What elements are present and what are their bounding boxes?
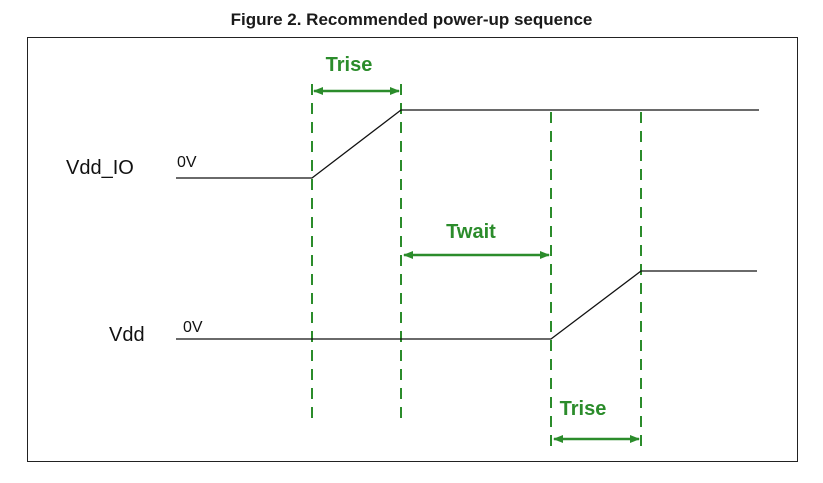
vdd-zero-label: 0V <box>183 319 203 336</box>
vdd-io-waveform <box>176 109 759 179</box>
vdd-io-signal-label: Vdd_IO <box>66 157 134 179</box>
trise-io-label: Trise <box>326 54 373 76</box>
figure-frame <box>27 37 798 462</box>
vdd-waveform <box>176 270 757 340</box>
trise-vdd-label: Trise <box>560 398 607 420</box>
twait-label: Twait <box>446 221 496 243</box>
vdd-signal-label: Vdd <box>109 324 145 346</box>
vdd-io-zero-label: 0V <box>177 154 197 171</box>
figure-title: Figure 2. Recommended power-up sequence <box>230 10 593 29</box>
